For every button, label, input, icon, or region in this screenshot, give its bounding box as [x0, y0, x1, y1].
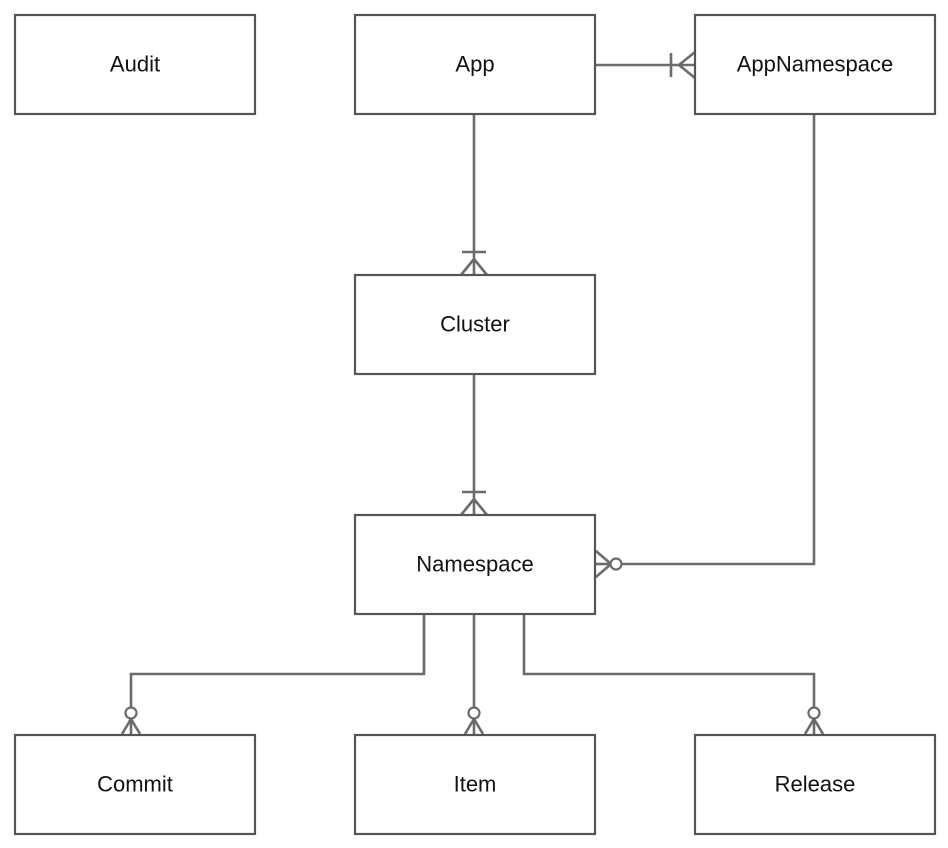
rel-appnamespace-namespace [595, 114, 816, 578]
rel-namespace-commit [120, 614, 426, 735]
rel-namespace-item [463, 614, 485, 735]
entity-release-label: Release [775, 772, 856, 797]
entity-commit: Commit [13, 733, 257, 836]
zero-circle-mark [609, 557, 623, 571]
entity-commit-label: Commit [97, 772, 173, 797]
entity-item-label: Item [454, 772, 497, 797]
entity-audit-label: Audit [110, 52, 160, 77]
rel-cluster-namespace [459, 374, 489, 516]
rel-app-appnamespace [596, 50, 696, 80]
entity-release: Release [693, 733, 937, 836]
entity-appnamespace-label: AppNamespace [737, 52, 894, 77]
entity-namespace-label: Namespace [416, 552, 533, 577]
entity-namespace: Namespace [353, 513, 597, 616]
entity-audit: Audit [13, 13, 257, 116]
relationship-lines [120, 50, 825, 735]
entity-appnamespace: AppNamespace [693, 13, 937, 116]
entity-app-label: App [455, 52, 494, 77]
rel-app-cluster [459, 114, 489, 276]
entity-cluster: Cluster [353, 273, 597, 376]
entity-cluster-label: Cluster [440, 312, 510, 337]
entity-app: App [353, 13, 597, 116]
zero-circle-mark [807, 706, 821, 720]
rel-namespace-release [522, 614, 825, 735]
zero-circle-mark [124, 706, 138, 720]
entity-item: Item [353, 733, 597, 836]
zero-circle-mark [467, 706, 481, 720]
